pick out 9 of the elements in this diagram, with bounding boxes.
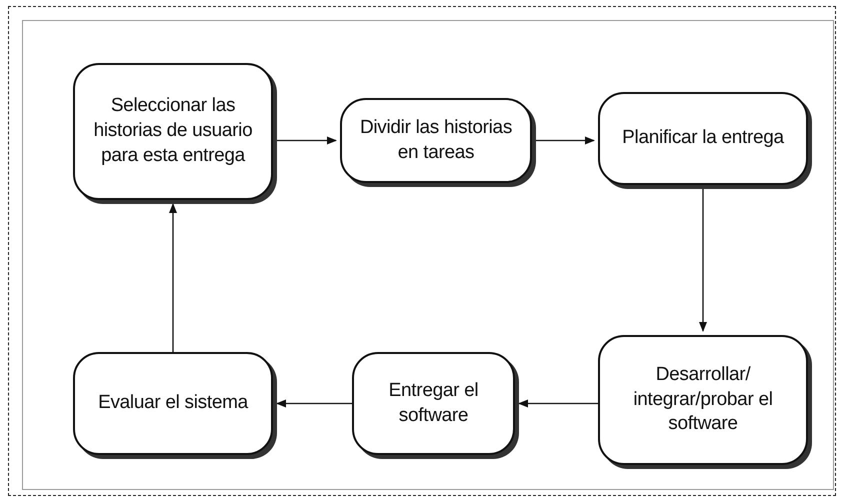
step-label: Dividir las historias en tareas [358,116,514,164]
step-label: Desarrollar/ integrar/probar el software [632,362,774,436]
step-label: Seleccionar las historias de usuario para esta entrega [92,94,254,168]
step-label: Entregar el software [388,378,480,428]
arrow [518,400,598,408]
step-label: Evaluar el sistema [98,391,248,416]
arrow [169,203,177,352]
step-label: Planificar la entrega [622,126,784,150]
arrow [276,400,352,408]
